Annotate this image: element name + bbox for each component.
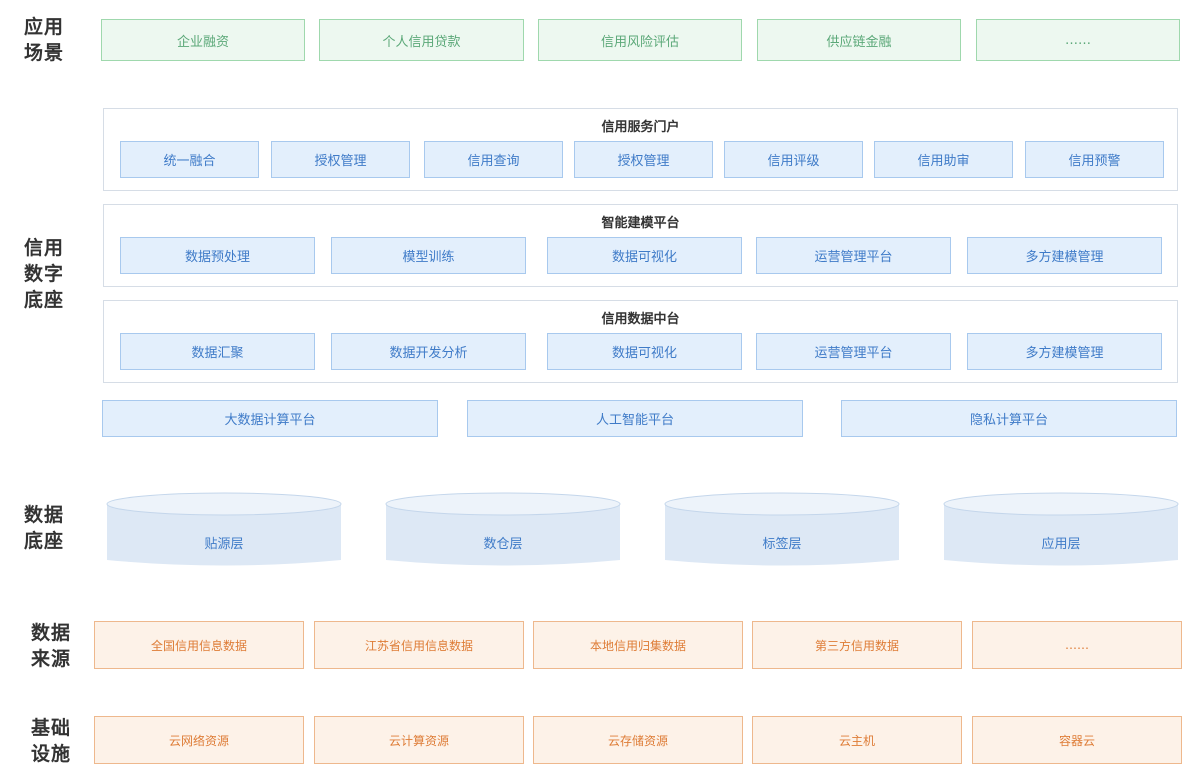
layer-label: 贴源层: [204, 537, 244, 552]
section-label-line: 设施: [31, 743, 72, 765]
cylinder-shape: [385, 492, 621, 566]
section-label-line: 信用: [24, 237, 65, 259]
scenario-box: 企业融资: [101, 19, 305, 61]
section-label-infrastructure: 基础 设施: [31, 715, 71, 767]
section-label-line: 基础: [31, 717, 72, 739]
section-label-app-scenarios: 应用 场景: [24, 14, 64, 66]
infrastructure-box: 云主机: [752, 716, 962, 764]
data-source-box: 第三方信用数据: [752, 621, 962, 669]
modeling-item: 运营管理平台: [756, 237, 951, 274]
infrastructure-box: 云存储资源: [533, 716, 743, 764]
section-label-line: 来源: [31, 648, 72, 670]
data-source-box: 本地信用归集数据: [533, 621, 743, 669]
section-label-line: 数据: [31, 622, 72, 644]
layer-label: 标签层: [762, 537, 802, 552]
section-label-data-base: 数据 底座: [24, 502, 64, 554]
layer-label: 数仓层: [483, 537, 523, 552]
section-label-line: 底座: [24, 530, 65, 552]
portal-item: 授权管理: [574, 141, 713, 178]
section-label-line: 数据: [24, 504, 65, 526]
section-label-line: 应用: [24, 16, 65, 38]
middle-platform-item: 运营管理平台: [756, 333, 951, 370]
modeling-item: 数据可视化: [547, 237, 742, 274]
portal-item: 信用评级: [724, 141, 863, 178]
modeling-item: 多方建模管理: [967, 237, 1162, 274]
infrastructure-box: 云网络资源: [94, 716, 304, 764]
scenario-box: ……: [976, 19, 1180, 61]
compute-platform-box: 大数据计算平台: [102, 400, 438, 437]
section-label-credit-digital-base: 信用 数字 底座: [24, 235, 64, 313]
data-layer-cylinder: 数仓层: [385, 491, 621, 567]
infrastructure-box: 容器云: [972, 716, 1182, 764]
data-layer-cylinder: 应用层: [943, 491, 1179, 567]
modeling-item: 数据预处理: [120, 237, 315, 274]
compute-platform-box: 隐私计算平台: [841, 400, 1177, 437]
data-source-box: ……: [972, 621, 1182, 669]
portal-item: 授权管理: [271, 141, 410, 178]
middle-platform-item: 多方建模管理: [967, 333, 1162, 370]
modeling-item: 模型训练: [331, 237, 526, 274]
infrastructure-box: 云计算资源: [314, 716, 524, 764]
section-label-line: 底座: [24, 289, 65, 311]
cylinder-shape: [664, 492, 900, 566]
section-label-line: 场景: [24, 42, 65, 64]
compute-platform-box: 人工智能平台: [467, 400, 803, 437]
portal-item: 信用查询: [424, 141, 563, 178]
scenario-box: 个人信用贷款: [319, 19, 524, 61]
middle-platform-item: 数据汇聚: [120, 333, 315, 370]
section-label-data-sources: 数据 来源: [31, 620, 71, 672]
scenario-box: 信用风险评估: [538, 19, 742, 61]
middle-platform-item: 数据开发分析: [331, 333, 526, 370]
panel-title: 智能建模平台: [601, 216, 680, 231]
data-source-box: 全国信用信息数据: [94, 621, 304, 669]
portal-item: 信用助审: [874, 141, 1013, 178]
section-label-line: 数字: [24, 263, 65, 285]
cylinder-shape: [943, 492, 1179, 566]
data-layer-cylinder: 贴源层: [106, 491, 342, 567]
cylinder-shape: [106, 492, 342, 566]
panel-title: 信用服务门户: [601, 120, 680, 135]
portal-item: 信用预警: [1025, 141, 1164, 178]
data-source-box: 江苏省信用信息数据: [314, 621, 524, 669]
layer-label: 应用层: [1041, 537, 1081, 552]
panel-title: 信用数据中台: [601, 312, 680, 327]
scenario-box: 供应链金融: [757, 19, 961, 61]
portal-item: 统一融合: [120, 141, 259, 178]
data-layer-cylinder: 标签层: [664, 491, 900, 567]
middle-platform-item: 数据可视化: [547, 333, 742, 370]
